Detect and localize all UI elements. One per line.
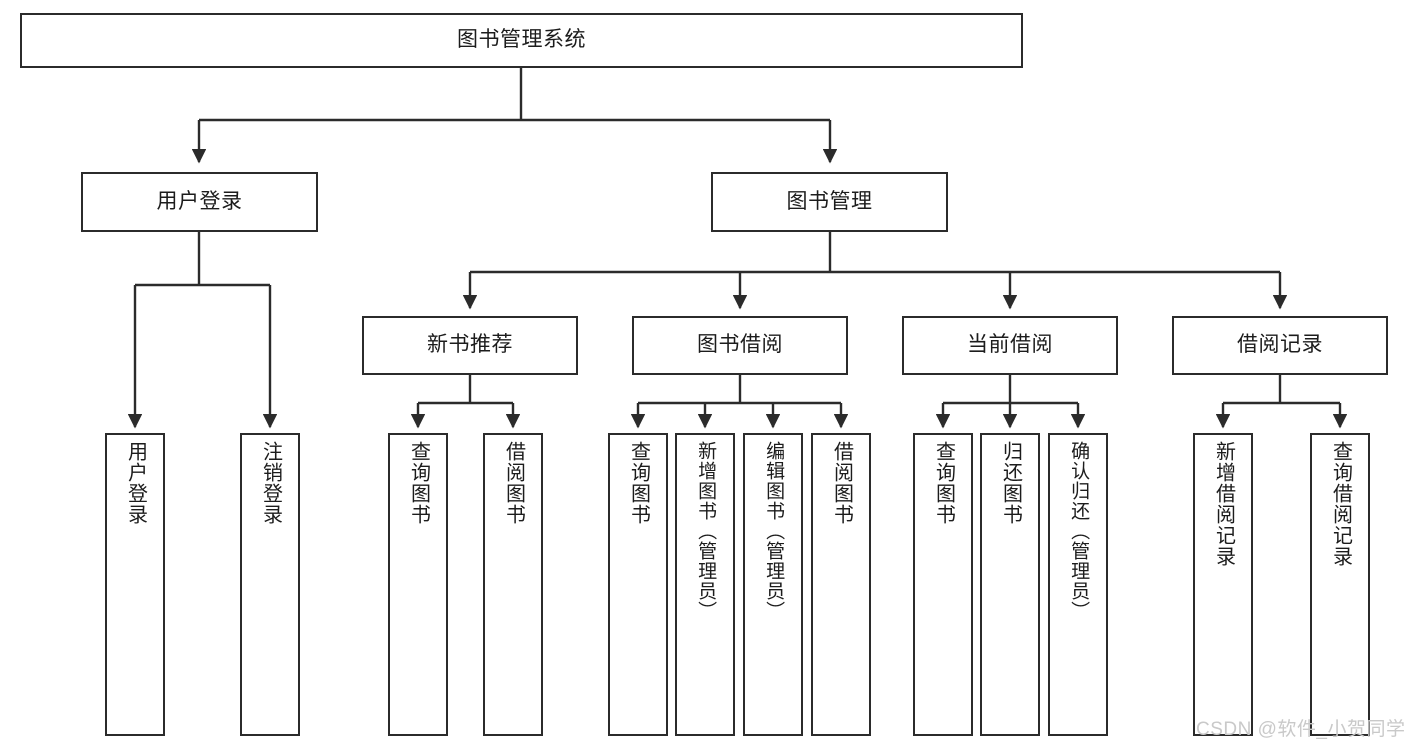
leaf-query-book-borrow[interactable]: 查询图书 [608, 433, 668, 736]
node-borrow-record[interactable]: 借阅记录 [1172, 316, 1388, 375]
node-label: 新书推荐 [427, 333, 513, 357]
node-label: 确认归还（管理员） [1068, 441, 1090, 621]
leaf-add-borrow-record[interactable]: 新增借阅记录 [1193, 433, 1253, 736]
leaf-edit-book-admin[interactable]: 编辑图书（管理员） [743, 433, 803, 736]
leaf-query-book-new-recommend[interactable]: 查询图书 [388, 433, 448, 736]
leaf-borrow-book-borrow[interactable]: 借阅图书 [811, 433, 871, 736]
node-label: 当前借阅 [967, 333, 1053, 357]
node-new-book-recommend[interactable]: 新书推荐 [362, 316, 578, 375]
node-current-borrow[interactable]: 当前借阅 [902, 316, 1118, 375]
node-label: 新增图书（管理员） [695, 441, 717, 621]
node-label: 用户登录 [124, 441, 147, 525]
node-label: 借阅图书 [502, 441, 525, 525]
node-label: 用户登录 [156, 189, 243, 213]
node-book-borrow[interactable]: 图书借阅 [632, 316, 848, 375]
watermark: CSDN @软件_小贺同学 [1196, 719, 1405, 740]
leaf-query-borrow-record[interactable]: 查询借阅记录 [1310, 433, 1370, 736]
leaf-user-login[interactable]: 用户登录 [105, 433, 165, 736]
node-label: 新增借阅记录 [1212, 441, 1235, 567]
leaf-query-book-current[interactable]: 查询图书 [913, 433, 973, 736]
leaf-confirm-return-admin[interactable]: 确认归还（管理员） [1048, 433, 1108, 736]
node-label: 查询图书 [627, 441, 650, 525]
node-label: 归还图书 [999, 441, 1022, 525]
node-root-book-management-system[interactable]: 图书管理系统 [20, 13, 1023, 68]
leaf-add-book-admin[interactable]: 新增图书（管理员） [675, 433, 735, 736]
node-label: 借阅图书 [830, 441, 853, 525]
node-label: 查询图书 [407, 441, 430, 525]
node-label: 图书借阅 [697, 333, 783, 357]
node-label: 查询借阅记录 [1329, 441, 1352, 567]
leaf-return-book[interactable]: 归还图书 [980, 433, 1040, 736]
leaf-logout-login[interactable]: 注销登录 [240, 433, 300, 736]
node-label: 编辑图书（管理员） [763, 441, 785, 621]
node-book-management[interactable]: 图书管理 [711, 172, 948, 232]
leaf-borrow-book-new-recommend[interactable]: 借阅图书 [483, 433, 543, 736]
node-label: 图书管理系统 [457, 28, 586, 52]
node-label: 注销登录 [259, 441, 282, 525]
node-label: 借阅记录 [1237, 333, 1323, 357]
node-user-login[interactable]: 用户登录 [81, 172, 318, 232]
node-label: 查询图书 [932, 441, 955, 525]
node-label: 图书管理 [786, 189, 873, 213]
